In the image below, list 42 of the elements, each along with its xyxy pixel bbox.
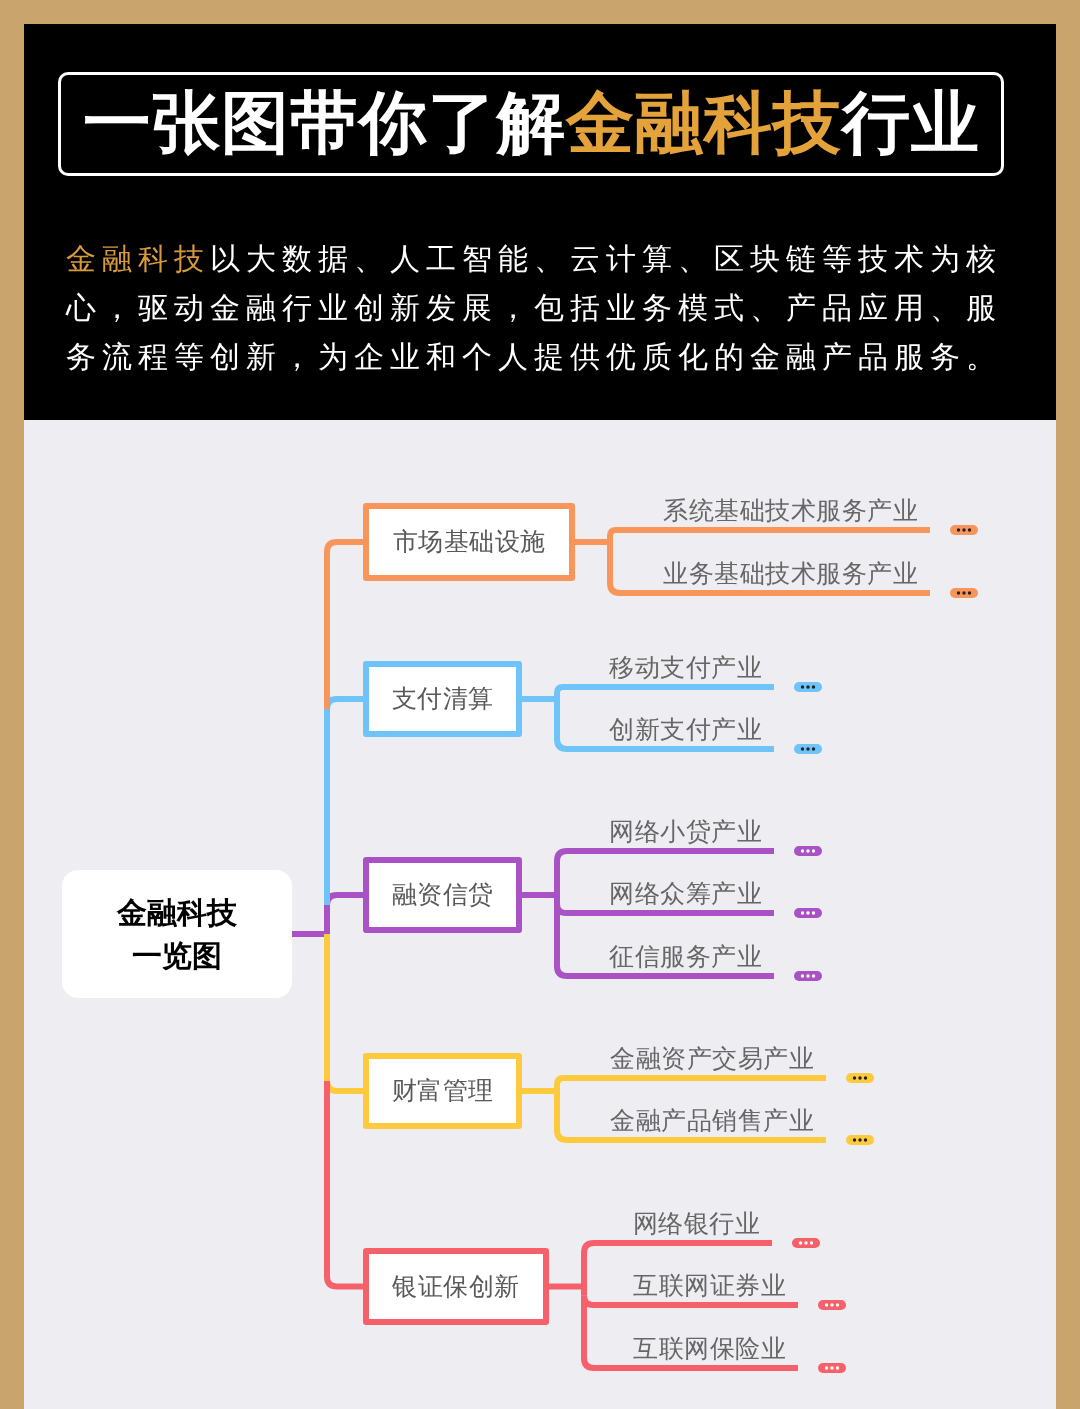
subtopic-label: 互联网证券业	[633, 1270, 786, 1302]
subtopic-label: 创新支付产业	[609, 714, 762, 746]
topic-label: 支付清算	[391, 684, 494, 714]
topic-box	[363, 1248, 549, 1325]
branch-line	[581, 1295, 597, 1371]
subtopic-label: 互联网保险业	[633, 1333, 786, 1365]
branch-line	[324, 1081, 363, 1290]
subtopic-label: 金融产品销售产业	[610, 1105, 814, 1137]
topic-box	[363, 857, 522, 933]
subtopic-label: 系统基础技术服务产业	[663, 495, 918, 527]
central-topic-box	[62, 870, 292, 998]
branch-line	[324, 934, 330, 1081]
subtopic-label: 网络众筹产业	[609, 878, 762, 910]
branch-line	[554, 895, 560, 904]
topic-label: 财富管理	[391, 1076, 494, 1106]
topic-box	[363, 503, 575, 581]
central-topic-label: 金融科技一览图	[116, 894, 238, 975]
topic-label: 融资信贷	[391, 880, 494, 910]
branch-line	[581, 1240, 597, 1287]
subtopic-label: 征信服务产业	[609, 941, 762, 973]
subtopic-label: 移动支付产业	[609, 652, 762, 684]
subtopic-label: 网络小贷产业	[609, 816, 762, 848]
topic-label: 市场基础设施	[392, 527, 546, 557]
branch-line	[324, 539, 363, 709]
branch-line	[554, 904, 570, 979]
branch-line	[324, 905, 330, 934]
branch-line	[554, 1075, 567, 1091]
subtopic-label: 金融资产交易产业	[610, 1043, 814, 1075]
subtopic-label: 网络银行业	[632, 1208, 760, 1240]
topic-box	[363, 1053, 522, 1129]
intro-paragraph: 金融科技以大数据、人工智能、云计算、区块链等技术为核心，驱动金融行业创新发展，包括业务模式、产品应用、服务流程等创新，为企业和个人提供优质化的金融产品服务。	[66, 240, 1003, 376]
branch-line	[554, 684, 567, 699]
branch-line	[607, 527, 619, 542]
branch-line	[554, 1091, 570, 1143]
subtopic-label: 业务基础技术服务产业	[663, 558, 918, 590]
topic-box	[363, 661, 522, 737]
branch-line	[554, 699, 570, 752]
title-banner: 一张图带你了解金融科技行业	[58, 72, 1004, 176]
branch-line	[554, 848, 570, 895]
branch-line	[324, 709, 330, 905]
topic-label: 银证保创新	[392, 1271, 520, 1302]
branch-line	[581, 1286, 587, 1296]
